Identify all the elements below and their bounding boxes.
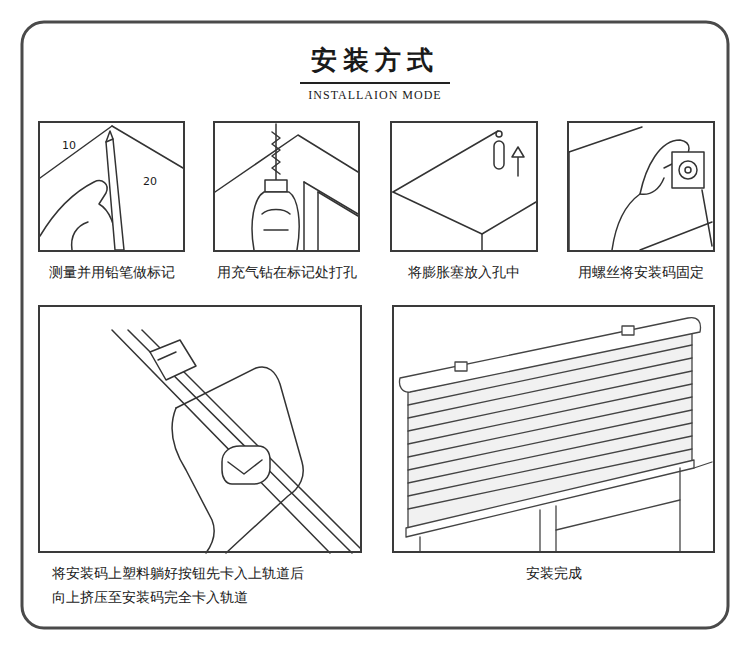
- step-panel: 测量并用铅笔做标记: [38, 121, 185, 284]
- shade-drawing-part: [408, 410, 692, 470]
- step-caption: 安装完成: [377, 561, 730, 585]
- rail-drawing-part: [176, 367, 303, 553]
- title-rule: [300, 82, 450, 84]
- drill-drawing-part: [303, 182, 305, 250]
- measure-drawing: [40, 126, 183, 250]
- panel-frame: [567, 121, 715, 252]
- step-panel: 将安装码上塑料躺好按钮先卡入上轨道后 向上挤压至安装码完全卡入轨道: [38, 305, 362, 609]
- shade-drawing-part: [555, 506, 556, 551]
- shade-drawing: [399, 318, 712, 551]
- drill-drawing-part: [215, 135, 358, 192]
- rail-drawing: [112, 330, 360, 553]
- drill-drawing-part: [262, 210, 290, 215]
- scale-number: 20: [143, 174, 167, 190]
- rail-drawing-part: [158, 352, 176, 360]
- shade-drawing-part: [556, 500, 680, 530]
- measure-drawing-part: [72, 222, 88, 250]
- screw-drawing-part: [702, 190, 712, 246]
- panel-frame: [38, 121, 185, 252]
- shade-drawing-part: [408, 384, 692, 444]
- step-caption: 将膨胀塞放入孔中: [375, 260, 553, 284]
- screw-drawing-part: [685, 167, 691, 173]
- title-rule-part: [300, 82, 450, 84]
- anchor-drawing-part: [496, 131, 502, 137]
- screw-drawing-part: [640, 222, 712, 250]
- shade-drawing-part: [694, 462, 712, 468]
- panel-frame: [213, 121, 360, 252]
- drill-drawing-part: [272, 132, 280, 174]
- shade-drawing-part: [539, 510, 540, 551]
- rail-drawing-part: [150, 340, 196, 380]
- anchor-drawing-part: [512, 147, 524, 157]
- rail-drawing-part: [142, 330, 360, 548]
- outer-frame: [22, 22, 728, 628]
- shade-drawing-part: [455, 362, 467, 371]
- shade-drawing-part: [419, 537, 420, 551]
- shade-drawing-part: [408, 436, 692, 496]
- screw-drawing-part: [672, 152, 704, 188]
- panel-frame: [390, 121, 538, 252]
- step-caption: 用充气钻在标记处打孔: [198, 260, 375, 284]
- drill-drawing-part: [252, 192, 299, 250]
- shade-drawing-part: [399, 318, 700, 392]
- rail-drawing-part: [228, 460, 262, 474]
- drill-drawing-part: [265, 180, 287, 192]
- anchor-drawing-part: [481, 234, 483, 250]
- anchor-drawing-part: [393, 192, 536, 234]
- rail-drawing-part: [112, 330, 330, 553]
- step-panel: 用充气钻在标记处打孔: [213, 121, 360, 284]
- rail-drawing-part: [222, 446, 270, 484]
- panel-frame: [38, 305, 362, 553]
- step-panel: 将膨胀塞放入孔中: [390, 121, 538, 284]
- screw-drawing: [569, 127, 712, 250]
- subtitle: INSTALLAION MODE: [0, 87, 750, 103]
- screw-drawing-part: [569, 127, 642, 152]
- drill-drawing: [215, 124, 358, 250]
- shade-drawing-part: [622, 326, 634, 335]
- rail-drawing-part: [128, 330, 352, 553]
- anchor-drawing-part: [393, 131, 498, 192]
- scale-number: 10: [62, 138, 86, 154]
- measure-drawing-part: [112, 126, 183, 168]
- measure-drawing-part: [106, 131, 113, 142]
- step-caption: 将安装码上塑料躺好按钮先卡入上轨道后 向上挤压至安装码完全卡入轨道: [52, 561, 310, 609]
- step-panel: 安装完成: [392, 305, 715, 585]
- measure-drawing-part: [40, 181, 118, 250]
- anchor-drawing: [393, 131, 536, 250]
- shade-drawing-part: [408, 397, 692, 457]
- screw-drawing-part: [679, 161, 697, 179]
- anchor-drawing-part: [494, 141, 504, 169]
- outer-frame-part: [22, 22, 728, 628]
- diagram-title: 安装方式: [0, 42, 750, 78]
- step-caption: 用螺丝将安装码固定: [552, 260, 730, 284]
- measure-drawing-part: [40, 126, 112, 178]
- drill-drawing-part: [304, 182, 358, 214]
- step-caption: 测量并用铅笔做标记: [23, 260, 200, 284]
- measure-drawing-part: [106, 139, 124, 250]
- drill-drawing-part: [318, 192, 358, 216]
- shade-drawing-part: [406, 460, 694, 537]
- step-panel: 用螺丝将安装码固定: [567, 121, 715, 284]
- panel-frame: [392, 305, 715, 553]
- drill-drawing-part: [264, 229, 288, 231]
- screw-drawing-part: [640, 178, 664, 194]
- drill-drawing-part: [317, 192, 319, 250]
- rail-drawing-part: [172, 408, 214, 553]
- shade-drawing-part: [679, 468, 680, 551]
